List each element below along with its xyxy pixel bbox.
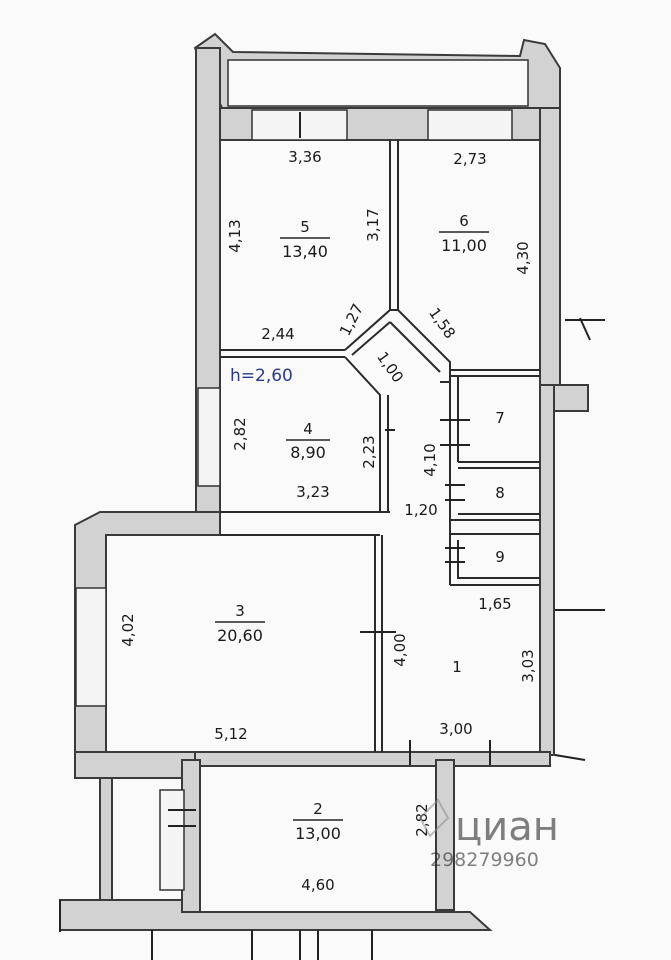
- dim-r5-bottom: 2,44: [261, 325, 294, 343]
- dim-diag-a: 1,27: [336, 301, 367, 339]
- dim-corridor-width: 1,20: [404, 501, 437, 519]
- ceiling-height: h=2,60: [230, 366, 293, 386]
- room-6-area: 11,00: [441, 236, 487, 255]
- cian-logo-icon: [418, 798, 450, 838]
- dim-diag-b: 1,58: [425, 304, 459, 342]
- dim-r1-top: 1,65: [478, 595, 511, 613]
- window-room6: [427, 109, 513, 141]
- dim-r5-right: 3,17: [364, 208, 382, 241]
- room-2-area: 13,00: [295, 824, 341, 843]
- dim-r1-right: 3,03: [519, 649, 537, 682]
- dim-r3-right: 4,00: [391, 633, 409, 666]
- dim-r3-bottom: 5,12: [214, 725, 247, 743]
- room-8-number: 8: [495, 484, 505, 502]
- loggia-inner: [227, 59, 529, 107]
- partitions: [220, 140, 540, 752]
- dim-r6-top: 2,73: [453, 150, 486, 168]
- room-9-number: 9: [495, 548, 505, 566]
- dim-r5-left: 4,13: [226, 219, 244, 252]
- dim-r4-left: 2,82: [231, 417, 249, 450]
- room-7-number: 7: [495, 409, 505, 427]
- bottom-wall: [59, 899, 493, 931]
- door-ticks: [59, 317, 605, 960]
- dim-r1-bottom: 3,00: [439, 720, 472, 738]
- room-3-number: 3: [235, 602, 245, 620]
- left-stub: [99, 777, 113, 901]
- room-5-area: 13,40: [282, 242, 328, 261]
- top-wall-room2: [194, 751, 551, 767]
- dim-r4-right: 2,23: [360, 435, 378, 468]
- dim-r2-bottom: 4,60: [301, 876, 334, 894]
- dim-r4-bottom: 3,23: [296, 483, 329, 501]
- window-room3: [75, 587, 107, 707]
- cian-watermark: циан 298279960: [418, 798, 559, 871]
- bottom-wall-room3: [74, 751, 201, 779]
- window-room4: [197, 387, 221, 487]
- room-6-number: 6: [459, 212, 469, 230]
- dim-diag-c: 1,00: [373, 348, 407, 386]
- dim-r6-right: 4,30: [514, 241, 532, 274]
- dim-r5-top: 3,36: [288, 148, 321, 166]
- dim-corridor-right: 4,10: [421, 443, 439, 476]
- right-wall-upper: [539, 107, 561, 405]
- watermark-code: 298279960: [430, 849, 539, 871]
- window-room2: [159, 789, 185, 891]
- room-4-number: 4: [303, 420, 313, 438]
- outer-walls: [59, 32, 589, 931]
- room-2-number: 2: [313, 800, 323, 818]
- right-wall-room2: [435, 759, 455, 911]
- right-wall-lower: [539, 384, 555, 756]
- windows: [75, 109, 513, 891]
- room-4-area: 8,90: [290, 443, 326, 462]
- room-1-number: 1: [452, 658, 462, 676]
- watermark-brand: циан: [455, 804, 559, 850]
- room-3-area: 20,60: [217, 626, 263, 645]
- room-5-number: 5: [300, 218, 310, 236]
- room-labels: 5 13,40 6 11,00 4 8,90 3 20,60 2 13,00 1…: [215, 212, 505, 843]
- dim-r3-left: 4,02: [119, 613, 137, 646]
